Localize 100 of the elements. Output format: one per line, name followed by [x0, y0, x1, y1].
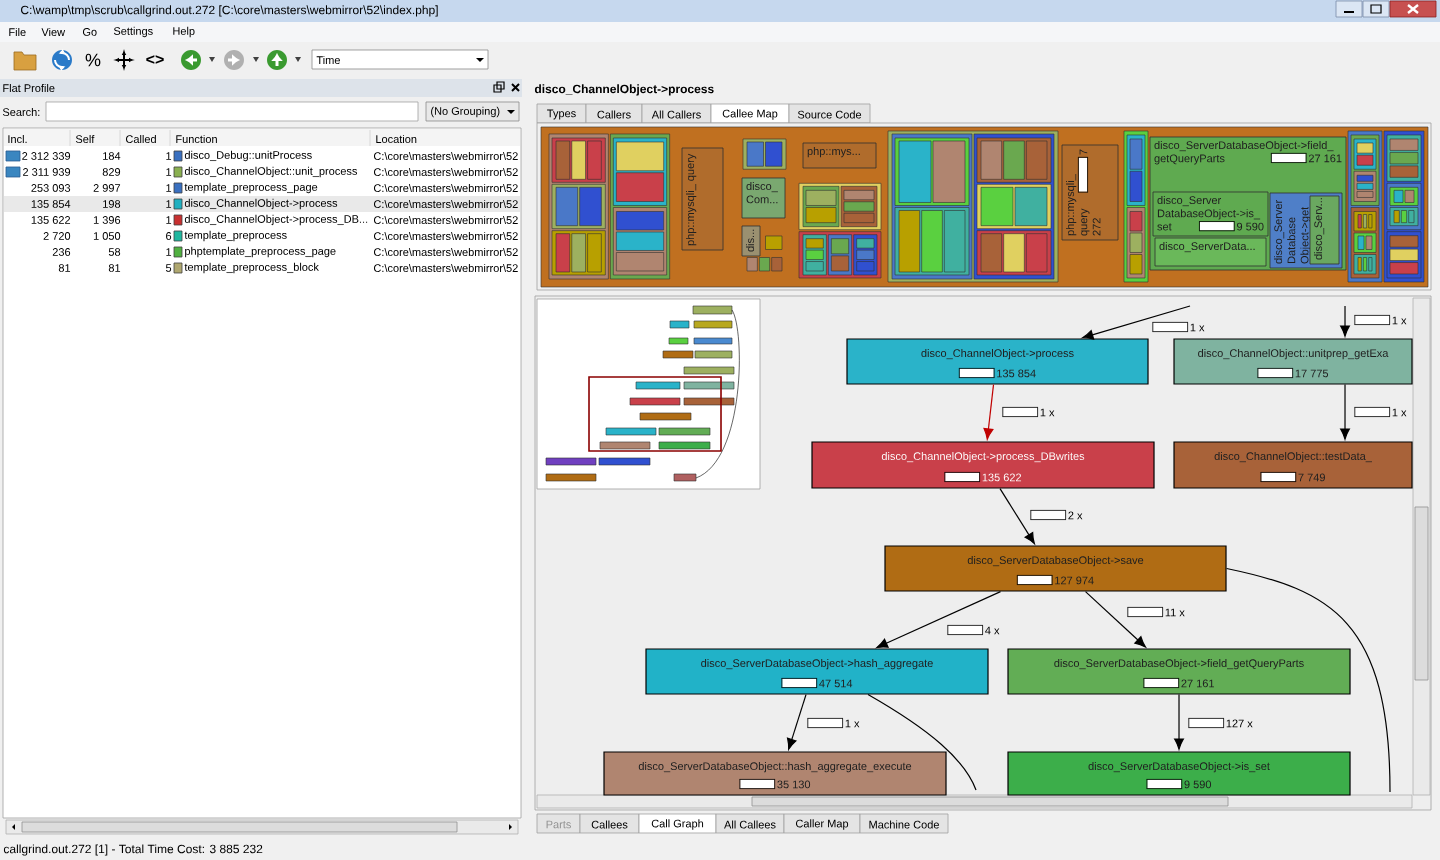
treemap-cell: php::mysqli_ query [681, 147, 724, 251]
table-cell: C:\core\masters\webmirror\52 [373, 247, 518, 256]
table-cell: 198 [103, 200, 121, 208]
treemap-cell: disco_Serv... [1309, 195, 1340, 265]
call-graph-node: disco_ServerDatabaseObject::hash_aggregate_execute 35 130 [603, 751, 947, 796]
connector-line [867, 694, 977, 791]
arrow [1082, 305, 1191, 340]
call-graph-node: disco_ChannelObject->process_DBwrites 135 622 [811, 441, 1155, 489]
table-cell: disco_ChannelObject::unit_process [184, 166, 358, 178]
tab: Callers [585, 103, 643, 124]
column-header: Incl. [8, 134, 27, 143]
title-bar: C:\wamp\tmp\scrub\callgrind.out.272 [C:\core\masters\webmirror\52\index.php] [0, 0, 1440, 22]
menu-item: Settings [113, 26, 153, 38]
table-cell: 236 [52, 248, 71, 256]
tab: Call Graph [638, 813, 717, 834]
column-header: Location [376, 134, 417, 143]
arrow [983, 384, 995, 440]
status-text: callgrind.out.272 [1] - Total Time Cost: 3 885 232 [3, 844, 263, 856]
table-cell: 829 [102, 168, 121, 176]
table-cell: phptemplate_preprocess_page [185, 246, 336, 258]
toolbar-symbol: <> [146, 55, 164, 64]
treemap-cell: dis... [741, 225, 761, 257]
table-cell: C:\core\masters\webmirror\52 [373, 167, 518, 176]
tab: All Callers [641, 103, 712, 124]
table-cell: 1 [166, 152, 172, 160]
table-cell: 1 [166, 216, 172, 224]
table-cell: 81 [58, 264, 71, 272]
table-cell: C:\core\masters\webmirror\52 [373, 183, 518, 192]
tab: Callee Map [710, 103, 790, 124]
table-cell: 2 997 [93, 184, 121, 192]
arrow [999, 488, 1035, 545]
arrow [786, 694, 807, 750]
table-cell: 1 396 [93, 216, 121, 224]
edge-label: 127 x [1186, 716, 1255, 730]
call-graph-node: disco_ChannelObject->process 135 854 [846, 338, 1149, 385]
table-cell: 2 720 [43, 232, 71, 240]
call-graph-node: disco_ServerDatabaseObject->hash_aggregate 47 514 [645, 648, 989, 695]
table-cell: C:\core\masters\webmirror\52 [373, 263, 518, 272]
table-cell: 135 854 [31, 200, 71, 208]
table-cell: 184 [103, 152, 121, 160]
field-label: Search: [2, 107, 40, 116]
table-cell: 2 312 339 [22, 152, 71, 160]
menu-item: Help [173, 26, 195, 38]
table-cell: C:\core\masters\webmirror\52 [373, 199, 518, 208]
edge-label: 11 x [1125, 605, 1187, 619]
treemap-cell: php::mysqli_ query 7 272 [1061, 144, 1119, 241]
table-cell: disco_Debug::unitProcess [184, 150, 312, 162]
menu-item: File [9, 27, 26, 36]
table-cell: template_preprocess [184, 230, 287, 242]
arrow [1340, 305, 1350, 337]
tab: All Callees [715, 813, 785, 834]
table-cell: 6 [166, 232, 172, 240]
table-cell: C:\core\masters\webmirror\52 [373, 231, 518, 240]
tab: Types [536, 103, 587, 124]
connector-line [1226, 567, 1391, 793]
table-cell: 1 [166, 168, 172, 176]
table-cell: 135 622 [31, 216, 71, 224]
arrow [1340, 384, 1350, 440]
table-cell: 1 050 [93, 232, 121, 240]
table-cell: 1 [166, 184, 172, 192]
table-cell: template_preprocess_block [184, 262, 319, 274]
call-graph-node: disco_ServerDatabaseObject->is_set 9 590 [1007, 751, 1351, 796]
table-cell: 1 [166, 200, 172, 208]
call-graph-node: disco_ChannelObject::testData_ 7 749 [1173, 441, 1413, 489]
call-graph-node: disco_ServerDatabaseObject->field_getQueryParts 27 161 [1007, 648, 1351, 695]
column-header: Self [75, 134, 95, 143]
heading: disco_ChannelObject->process [534, 84, 714, 96]
table-cell: 2 311 939 [23, 168, 71, 176]
treemap-cell: disco_ Com... [741, 177, 786, 219]
tab: Source Code [788, 103, 871, 124]
menu-item: View [41, 27, 66, 36]
table-cell: 5 [165, 264, 172, 272]
table-cell: 58 [108, 248, 121, 256]
treemap-cell: php::mys... [802, 142, 877, 169]
call-graph-node: disco_ChannelObject::unitprep_getExa 17 775 [1173, 338, 1413, 385]
tab: Caller Map [783, 813, 861, 834]
combo-box: Time [311, 49, 489, 70]
column-header: Function [176, 134, 217, 143]
table-cell: C:\core\masters\webmirror\52 [373, 215, 518, 224]
tab: Parts [536, 813, 581, 834]
tab: Callees [579, 813, 640, 834]
table-cell: 253 093 [31, 184, 71, 192]
menu-item: Go [82, 28, 97, 36]
tab: Machine Code [859, 813, 949, 834]
arrow [876, 591, 1002, 649]
table-cell: disco_ChannelObject->process_DB... [184, 214, 368, 226]
treemap-cell: disco_Server DatabaseObject->is_ set 9 590 [1152, 191, 1269, 237]
toolbar-symbol: % [85, 53, 101, 67]
table-cell: 81 [108, 264, 121, 272]
column-header: Called [125, 134, 156, 143]
combo-box: (No Grouping) [425, 101, 520, 122]
arrow [1084, 591, 1146, 648]
table-cell: 1 [166, 248, 172, 256]
treemap-cell: disco_ServerData... [1154, 237, 1267, 267]
edge-label: 1 x [805, 716, 862, 730]
table-cell: disco_ChannelObject->process [184, 198, 338, 210]
table-cell: C:\core\masters\webmirror\52 [373, 151, 518, 160]
table-cell: template_preprocess_page [184, 182, 318, 194]
arrow [1174, 694, 1184, 750]
call-graph-node: disco_ServerDatabaseObject->save 127 974 [884, 545, 1227, 592]
